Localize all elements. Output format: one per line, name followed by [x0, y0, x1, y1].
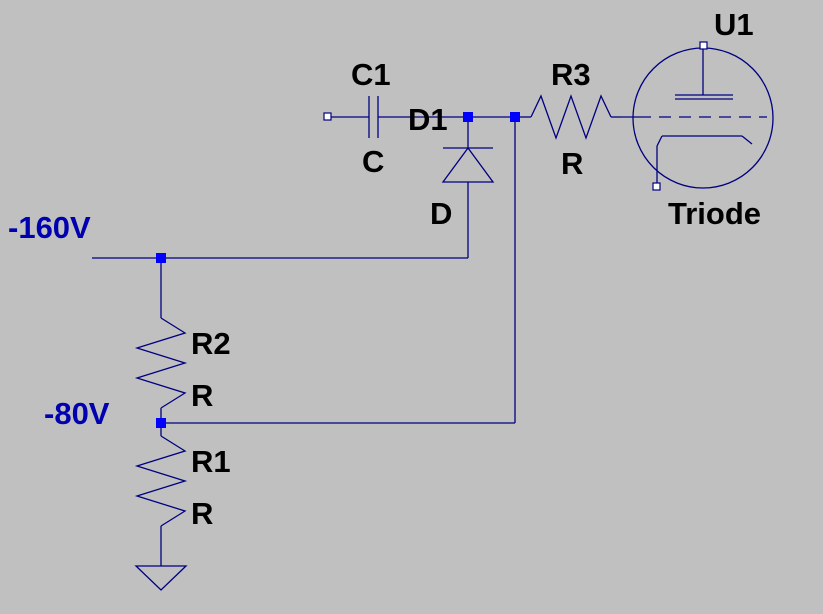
- c1-pin-terminal[interactable]: [323, 112, 332, 121]
- triode-cathode-pin[interactable]: [652, 182, 661, 191]
- junction-minus80[interactable]: [156, 418, 166, 428]
- r3-ref-label: R3: [551, 57, 591, 92]
- net-label-minus160: -160V: [8, 210, 91, 245]
- capacitor-c1[interactable]: [323, 96, 379, 138]
- junction-d1[interactable]: [463, 112, 473, 122]
- d1-ref-label: D1: [408, 102, 448, 137]
- resistor-r2[interactable]: [134, 317, 188, 409]
- d1-value-label: D: [430, 196, 452, 231]
- r3-value-label: R: [561, 146, 583, 181]
- d1-triangle: [441, 146, 495, 183]
- triode-u1[interactable]: [621, 41, 774, 191]
- diode-d1[interactable]: [441, 117, 495, 183]
- triode-plate-pin[interactable]: [699, 41, 708, 50]
- triode-cathode-side: [741, 135, 753, 145]
- r2-value-label: R: [191, 378, 213, 413]
- net-label-minus80: -80V: [44, 396, 110, 431]
- wires: [92, 116, 621, 566]
- junction-minus160[interactable]: [156, 253, 166, 263]
- junctions: [156, 112, 520, 428]
- triode-cathode-lead-h: [656, 135, 663, 147]
- c1-value-label: C: [362, 144, 384, 179]
- junction-r3[interactable]: [510, 112, 520, 122]
- resistor-r1[interactable]: [134, 435, 188, 527]
- u1-ref-label: U1: [714, 7, 754, 42]
- r2-ref-label: R2: [191, 326, 231, 361]
- c1-ref-label: C1: [351, 57, 391, 92]
- u1-value-label: Triode: [668, 196, 761, 231]
- r1-value-label: R: [191, 496, 213, 531]
- resistor-r3[interactable]: [530, 94, 612, 140]
- r1-ref-label: R1: [191, 444, 231, 479]
- ground-icon: [134, 565, 188, 591]
